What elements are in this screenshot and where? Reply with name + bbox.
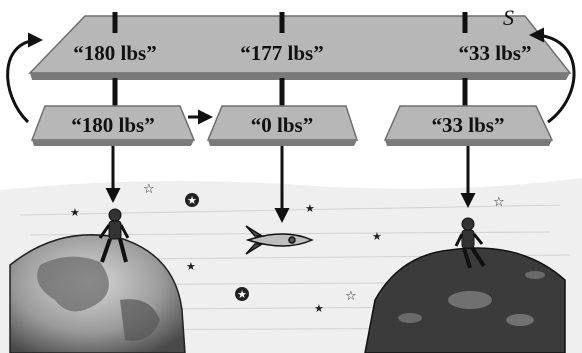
star-icon: ★ [372,230,382,243]
top-label-middle: “177 lbs” [240,41,323,65]
frame-s-label: S [503,5,514,30]
top-label-right: “33 lbs” [459,41,532,65]
star-icon: ★ [70,206,80,219]
curved-arrow-left [8,40,40,122]
star-icon: ☆ [493,195,505,210]
star-icon: ☆ [143,182,155,197]
svg-text:★: ★ [187,194,197,207]
small-label-middle: “0 lbs” [251,113,313,137]
svg-text:★: ★ [237,288,247,301]
star-icon: ☆ [345,289,357,304]
small-label-right: “33 lbs” [432,113,505,137]
star-icon: ★ [186,260,196,273]
star-icon: ★ [305,202,315,215]
top-label-left: “180 lbs” [73,41,156,65]
star-icon: ★ [314,302,324,315]
small-label-left: “180 lbs” [71,113,154,137]
